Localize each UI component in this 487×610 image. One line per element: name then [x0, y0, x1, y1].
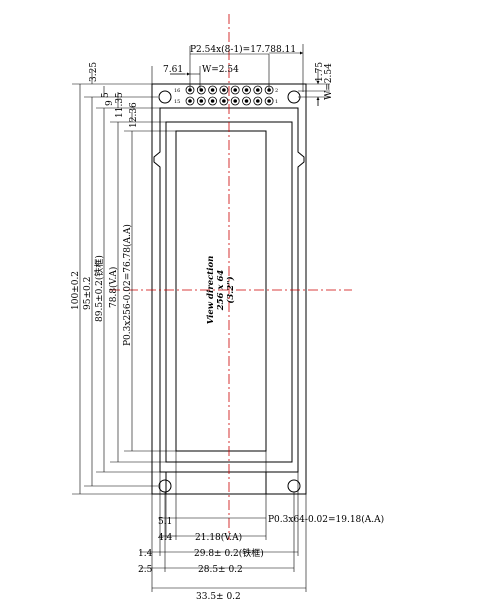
- dim-bezel-width: 29.8± 0.2(铁框): [194, 547, 264, 559]
- dim-pad-height: 1.75: [315, 62, 325, 82]
- pin-pad: [253, 85, 263, 95]
- pin-pad: [196, 85, 206, 95]
- pin-pad: [253, 96, 263, 106]
- left-dimensions: [72, 70, 176, 495]
- pin-pad: [208, 85, 218, 95]
- dim-offset-left: 7.61: [163, 65, 183, 75]
- dim-total-length: 100±0.2: [71, 271, 81, 310]
- pin-hole: [210, 99, 215, 103]
- pin-label-bottom-right: 1: [275, 99, 278, 105]
- pin-hole: [199, 88, 204, 92]
- center-labels: View direction 256 x 64 (3.2"): [206, 256, 236, 325]
- dim-view-left: 4.4: [158, 533, 173, 543]
- view-direction-label: View direction: [206, 256, 216, 325]
- dim-bezel-length: 89.5±0.2(铁框): [93, 255, 105, 322]
- resolution-label: 256 x 64: [216, 270, 226, 312]
- dim-bezel-offset: 1.4: [138, 549, 153, 559]
- pin-pad: [242, 96, 251, 106]
- bottom-tail: [165, 471, 267, 495]
- pin-hole: [222, 99, 226, 103]
- dim-active-area: P0.3x256-0.02=76.78(A.A): [122, 224, 133, 346]
- bottom-dimensions: [140, 451, 307, 592]
- pin-pad: [185, 96, 195, 106]
- pin-pad: [196, 96, 206, 106]
- dim-pad-width: W=2.54: [202, 65, 239, 75]
- dim-pitch-total: P2.54x(8-1)=17.78: [190, 44, 276, 55]
- top-dimensions: [151, 44, 330, 106]
- dim-hole-offset: 2.5: [138, 565, 153, 575]
- dim-bezel-left: 5.1: [158, 517, 172, 527]
- pin-label-top-right: 2: [275, 88, 278, 94]
- pin-label-top-left: 16: [174, 88, 180, 94]
- pin-pad: [208, 96, 218, 106]
- pin-hole: [233, 99, 237, 103]
- view-area: [175, 130, 267, 452]
- pin-pad: [219, 96, 229, 106]
- pin-hole: [267, 99, 271, 103]
- mount-hole-top-left: [158, 90, 172, 104]
- dim-active-top: 12.36: [129, 102, 139, 128]
- pin-hole: [255, 88, 260, 92]
- dim-view-area: 78.8(V.A): [108, 267, 119, 308]
- dim-active-width: P0.3x64-0.02=19.18(A.A): [268, 514, 384, 525]
- center-lines: [110, 14, 352, 540]
- pin-pad: [230, 96, 240, 106]
- pin-pad: [219, 85, 229, 95]
- pin-pad: [242, 85, 251, 95]
- dim-view-width: 21.18(V.A): [195, 532, 242, 543]
- pin-header: [185, 85, 274, 106]
- pin-hole: [255, 99, 260, 103]
- dim-hole-pitch-bottom: 28.5± 0.2: [198, 565, 243, 575]
- dim-pin-row-offset-1: 5: [101, 92, 111, 98]
- size-label: (3.2"): [225, 276, 236, 303]
- dim-pad-width-right: W=2.54: [324, 63, 334, 100]
- pin-hole: [188, 99, 192, 103]
- pin-label-bottom-left: 15: [174, 99, 180, 105]
- pin-pad: [264, 96, 274, 106]
- dim-offset-right: 8.11: [276, 45, 296, 55]
- pin-pad: [230, 85, 240, 95]
- pin-hole: [244, 88, 249, 92]
- pin-hole: [244, 99, 249, 103]
- pin-hole: [233, 88, 237, 92]
- pin-hole: [199, 99, 204, 103]
- pin-hole: [222, 88, 226, 92]
- dim-bezel-top: 11.35: [115, 92, 125, 118]
- dim-top-offset: 3.25: [89, 62, 99, 82]
- dim-pin-row-offset-2: 9: [105, 100, 115, 106]
- mount-hole-bottom-left: [158, 479, 172, 493]
- pin-hole: [210, 88, 215, 92]
- dim-total-width: 33.5± 0.2: [196, 592, 241, 602]
- dim-hole-pitch: 95±0.2: [83, 277, 93, 310]
